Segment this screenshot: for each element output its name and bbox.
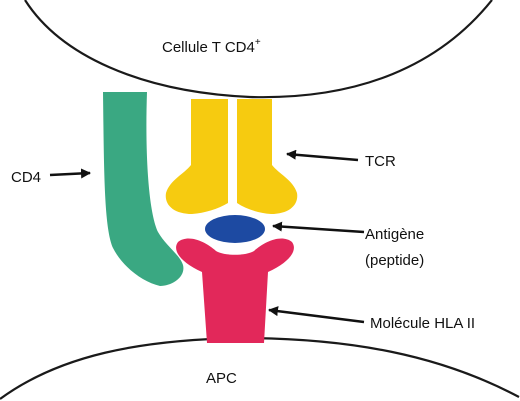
antigen-label-line2: (peptide) [365, 252, 424, 269]
apc-membrane [0, 338, 519, 399]
antigen-label-line1: Antigène [365, 226, 424, 243]
apc-label: APC [206, 370, 237, 387]
t-cell-label-superscript: + [255, 37, 261, 48]
hla-label: Molécule HLA II [370, 315, 475, 332]
cd4-arrow [50, 173, 90, 175]
t-cell-membrane [25, 0, 492, 97]
hla-ii-molecule [176, 239, 294, 343]
tcr-left-chain [166, 99, 228, 214]
cd4-label: CD4 [11, 169, 41, 186]
tcr-right-chain [237, 99, 297, 214]
hla-arrow [269, 310, 364, 322]
tcr-label: TCR [365, 153, 396, 170]
antigen-peptide [205, 215, 265, 243]
antigen-arrow [273, 226, 364, 232]
tcr-arrow [287, 154, 358, 160]
t-cell-label: Cellule T CD4+ [162, 37, 261, 56]
